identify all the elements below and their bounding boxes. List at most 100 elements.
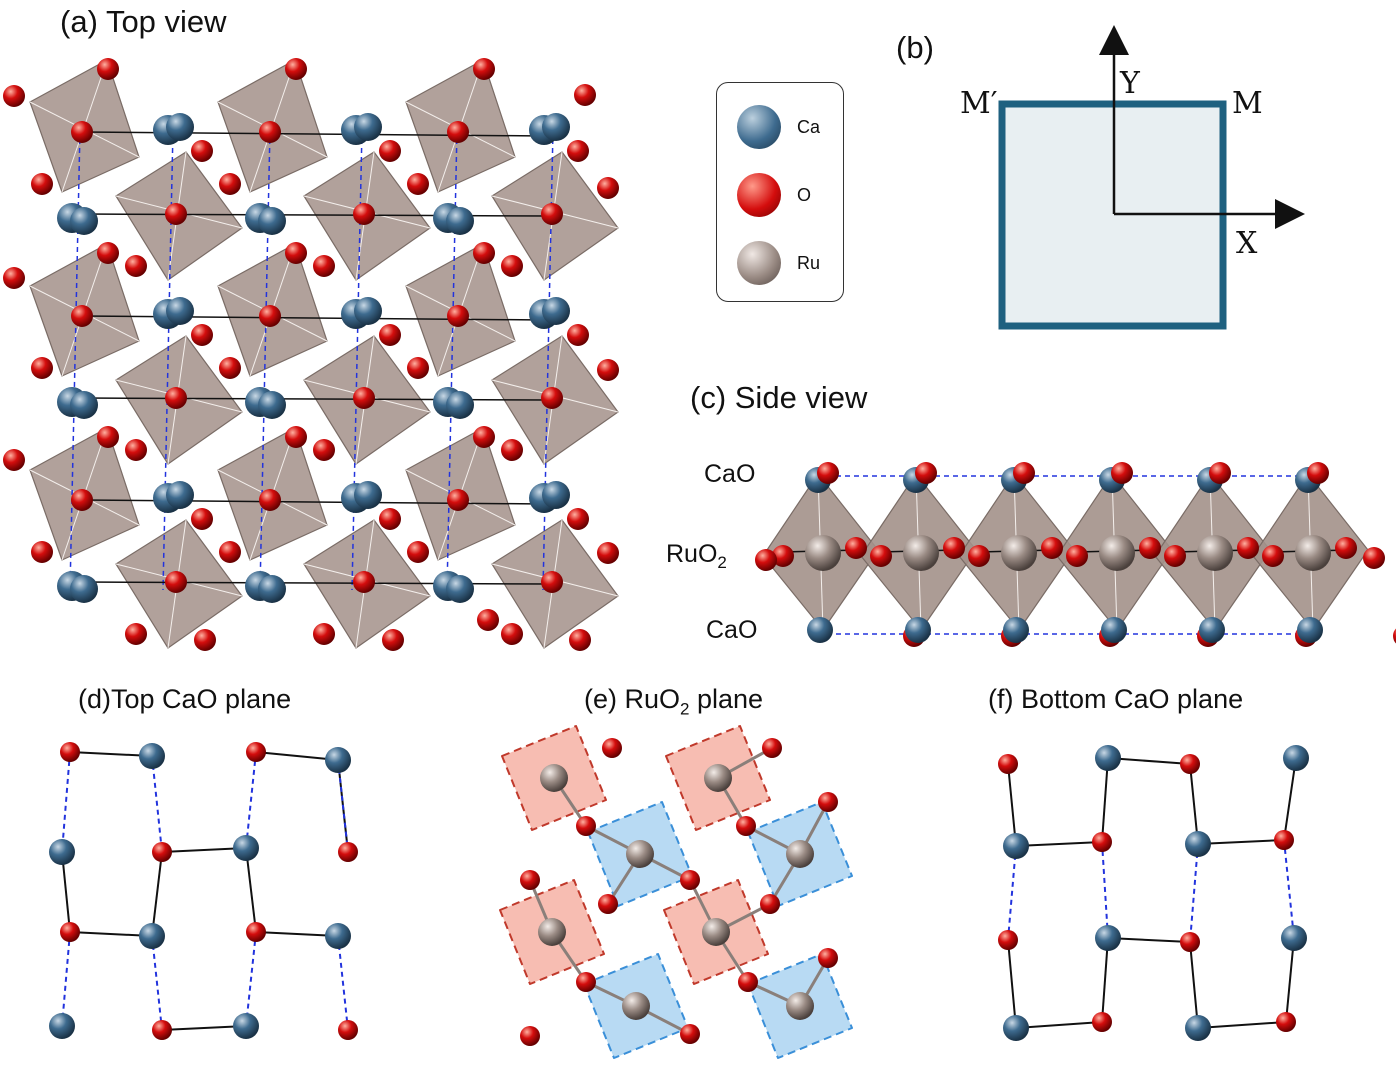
- ca-atom: [354, 481, 382, 509]
- dashed-bond: [151, 755, 163, 853]
- o-atom-icon: [737, 173, 781, 217]
- bz-label-x: X: [1236, 226, 1258, 261]
- o-atom: [915, 462, 937, 484]
- dashed-bond: [151, 935, 163, 1031]
- ca-atom: [1101, 617, 1127, 643]
- panel-a-title: (a) Top view: [60, 4, 227, 39]
- o-atom: [379, 324, 401, 346]
- o-atom: [569, 629, 591, 651]
- o-atom: [407, 357, 429, 379]
- o-atom: [165, 571, 187, 593]
- bz-label-m-prime: M′: [960, 86, 998, 121]
- o-atom: [97, 58, 119, 80]
- o-atom: [285, 58, 307, 80]
- o-atom: [755, 549, 777, 571]
- ca-atom: [258, 391, 286, 419]
- o-atom: [3, 85, 25, 107]
- o-atom: [60, 742, 80, 762]
- bottom-cao-plane: [998, 745, 1309, 1041]
- dashed-bond: [1189, 843, 1199, 943]
- bond: [255, 751, 339, 761]
- o-atom: [1393, 628, 1396, 644]
- o-atom: [338, 1020, 358, 1040]
- o-atom: [597, 542, 619, 564]
- bond: [1107, 937, 1191, 943]
- bond: [245, 847, 257, 933]
- o-atom: [1363, 547, 1385, 569]
- o-atom: [125, 255, 147, 277]
- ca-atom: [139, 923, 165, 949]
- o-atom: [219, 541, 241, 563]
- ca-atom-icon: [737, 105, 781, 149]
- panel-b-title: (b): [896, 30, 934, 65]
- legend-item-ru: Ru: [717, 241, 843, 291]
- o-atom: [477, 609, 499, 631]
- o-atom: [597, 359, 619, 381]
- o-atom: [1180, 754, 1200, 774]
- ca-atom: [325, 747, 351, 773]
- o-atom: [817, 462, 839, 484]
- o-atom: [738, 972, 758, 992]
- ca-atom: [166, 113, 194, 141]
- ru-atom: [786, 840, 814, 868]
- panel-c-title: (c) Side view: [690, 380, 868, 415]
- o-atom: [447, 489, 469, 511]
- ca-atom: [233, 1013, 259, 1039]
- o-atom: [152, 842, 172, 862]
- ca-atom: [70, 207, 98, 235]
- o-atom: [353, 203, 375, 225]
- dashed-bond: [1283, 839, 1295, 939]
- layer-label-ruo2: RuO2: [666, 540, 727, 572]
- o-atom: [97, 426, 119, 448]
- bond: [1197, 1021, 1287, 1029]
- ru-atom: [540, 764, 568, 792]
- ca-atom: [1185, 831, 1211, 857]
- bond: [1285, 937, 1295, 1023]
- o-atom: [219, 173, 241, 195]
- bond: [1101, 937, 1109, 1023]
- o-atom: [1209, 462, 1231, 484]
- o-atom: [760, 894, 780, 914]
- ca-atom: [1297, 617, 1323, 643]
- ru-atom: [702, 918, 730, 946]
- ca-atom: [70, 575, 98, 603]
- o-atom: [598, 894, 618, 914]
- ca-atom: [1281, 925, 1307, 951]
- o-atom: [60, 922, 80, 942]
- ca-atom: [1003, 617, 1029, 643]
- o-atom: [520, 870, 540, 890]
- o-atom: [165, 387, 187, 409]
- o-atom: [1111, 462, 1133, 484]
- o-atom: [1092, 832, 1112, 852]
- ru-atom: [786, 992, 814, 1020]
- o-atom: [1092, 1012, 1112, 1032]
- ru-atom: [805, 535, 841, 571]
- ca-atom: [446, 207, 474, 235]
- o-atom: [313, 439, 335, 461]
- dashed-bond: [1101, 841, 1109, 939]
- ca-atom: [233, 835, 259, 861]
- ca-atom: [1185, 1015, 1211, 1041]
- ca-atom: [1003, 833, 1029, 859]
- o-atom: [818, 792, 838, 812]
- o-atom: [998, 930, 1018, 950]
- layer-label-bottom-cao: CaO: [706, 616, 758, 644]
- panel-d-title: (d)Top CaO plane: [78, 684, 292, 714]
- ca-atom: [1283, 745, 1309, 771]
- o-atom: [382, 629, 404, 651]
- ru-atom: [1099, 535, 1135, 571]
- ru-atom: [622, 992, 650, 1020]
- o-atom: [845, 537, 867, 559]
- o-atom: [246, 922, 266, 942]
- o-atom: [1274, 830, 1294, 850]
- o-atom: [818, 948, 838, 968]
- ca-atom: [70, 391, 98, 419]
- o-atom: [447, 121, 469, 143]
- o-atom: [313, 623, 335, 645]
- o-atom: [191, 508, 213, 530]
- o-atom: [736, 816, 756, 836]
- o-atom: [541, 203, 563, 225]
- o-atom: [125, 439, 147, 461]
- o-atom: [473, 426, 495, 448]
- ru-atom: [903, 535, 939, 571]
